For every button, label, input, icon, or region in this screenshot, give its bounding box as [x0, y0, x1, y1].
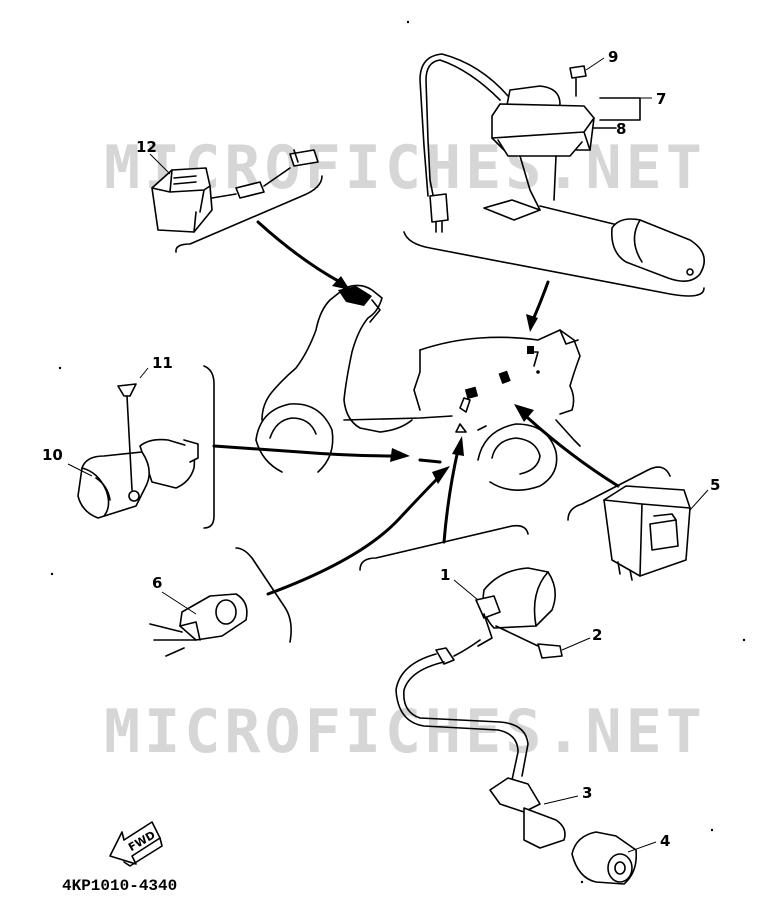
leader-lines [212, 220, 620, 596]
callout-1: 1 [440, 566, 450, 584]
callout-8: 8 [616, 120, 626, 138]
callout-leaders [67, 57, 709, 853]
part-6-clamp [149, 593, 248, 657]
callout-5: 5 [710, 476, 720, 494]
callout-12: 12 [136, 138, 157, 156]
part-5-relay-box [603, 485, 691, 581]
callout-9: 9 [608, 48, 618, 66]
callout-7: 7 [656, 90, 666, 108]
callout-10: 10 [42, 446, 63, 464]
callout-2: 2 [592, 626, 602, 644]
callout-6: 6 [152, 574, 162, 592]
brackets [175, 175, 705, 643]
watermark-bottom: MICROFICHES.NET [104, 697, 706, 767]
callout-4: 4 [660, 832, 670, 850]
location-markers [338, 286, 534, 400]
part-12-relay-assembly [151, 149, 319, 233]
diagram-code: 4KP1010-4340 [62, 877, 177, 895]
part-7-fuel-sender [419, 53, 706, 282]
scooter-outline [255, 284, 581, 491]
callout-11: 11 [152, 354, 173, 372]
callout-3: 3 [582, 784, 592, 802]
part-1-ignition-coil [395, 567, 638, 885]
part-10-sensor [77, 383, 199, 519]
fwd-arrow: FWD [109, 821, 163, 867]
